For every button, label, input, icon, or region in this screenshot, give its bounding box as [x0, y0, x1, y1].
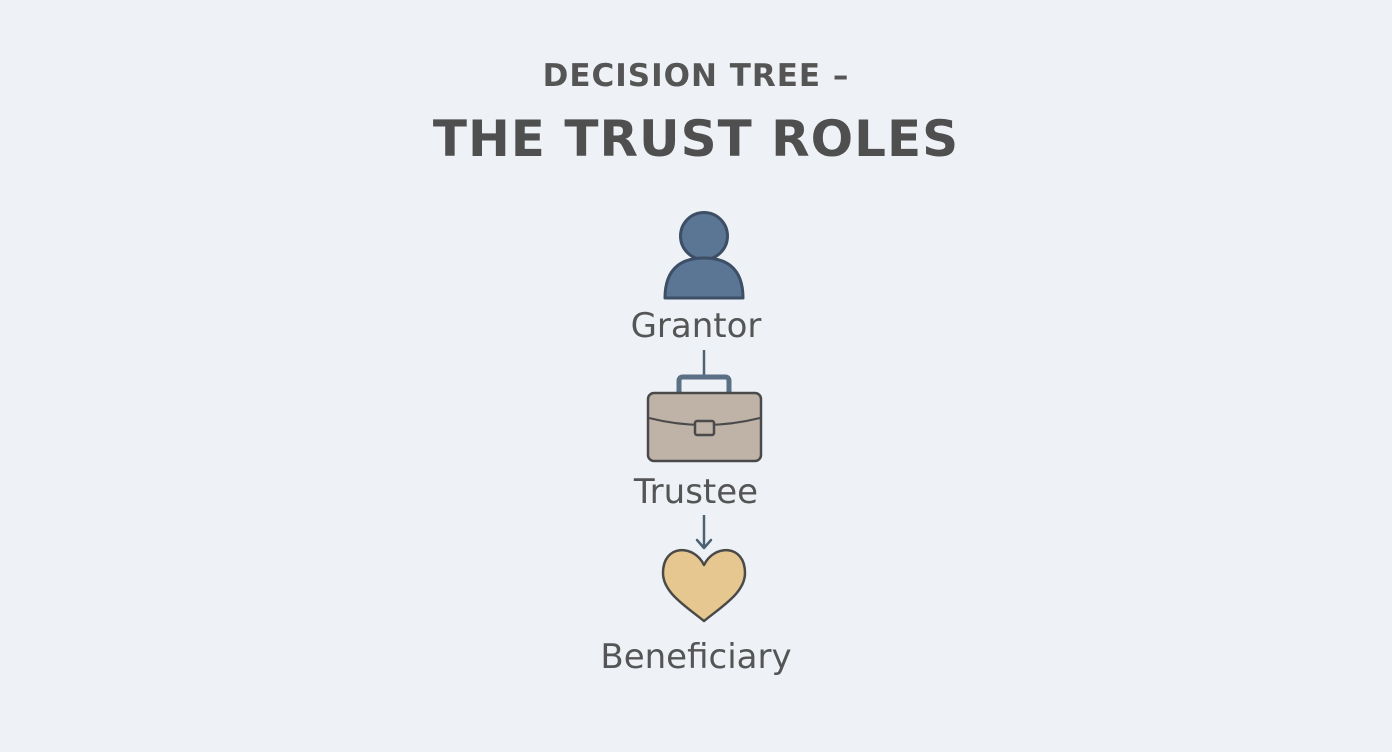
grantor-label: Grantor	[630, 306, 762, 346]
person-icon	[663, 211, 745, 300]
briefcase-icon	[646, 374, 763, 463]
diagram-title: THE TRUST ROLES	[432, 110, 960, 168]
connector-trustee-beneficiary	[695, 515, 713, 550]
beneficiary-label: Beneficiary	[600, 637, 792, 677]
diagram-subtitle: DECISION TREE –	[542, 58, 850, 94]
trustee-label: Trustee	[633, 472, 759, 512]
heart-icon	[661, 549, 747, 623]
